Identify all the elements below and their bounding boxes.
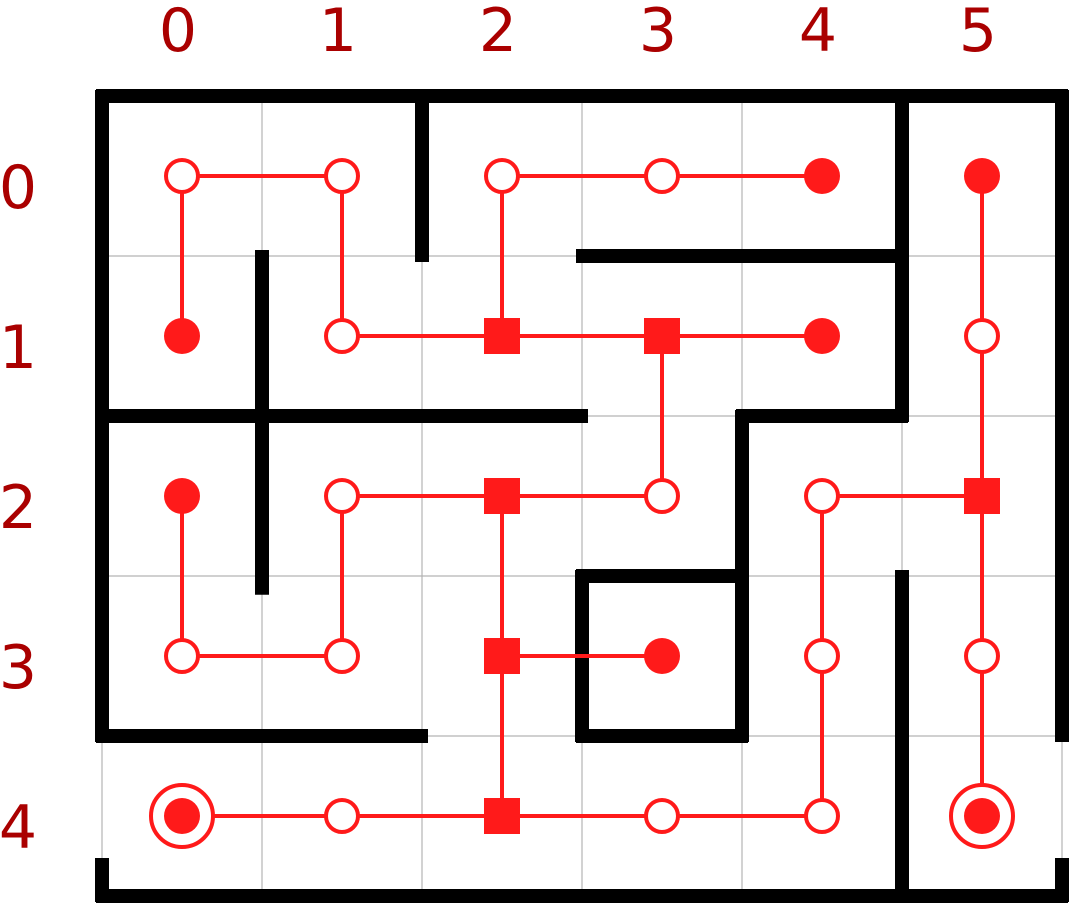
junction-node xyxy=(644,318,680,354)
open-node xyxy=(964,638,1000,674)
terminal-node xyxy=(164,798,200,834)
open-node xyxy=(804,798,840,834)
column-label-2: 2 xyxy=(479,0,517,66)
row-label-2: 2 xyxy=(0,473,37,543)
open-node xyxy=(164,638,200,674)
row-labels: 0 1 2 3 4 xyxy=(0,153,37,863)
path-nodes xyxy=(149,158,1015,849)
column-label-1: 1 xyxy=(319,0,357,66)
end-node xyxy=(964,158,1000,194)
open-node xyxy=(324,158,360,194)
open-node xyxy=(804,638,840,674)
junction-node xyxy=(484,478,520,514)
end-node xyxy=(804,158,840,194)
open-node xyxy=(324,318,360,354)
column-label-3: 3 xyxy=(639,0,677,66)
terminal-node xyxy=(964,798,1000,834)
junction-node xyxy=(484,798,520,834)
open-node xyxy=(324,638,360,674)
open-node xyxy=(644,158,680,194)
open-node xyxy=(484,158,520,194)
end-node xyxy=(164,478,200,514)
row-label-1: 1 xyxy=(0,313,37,383)
end-node xyxy=(644,638,680,674)
end-node xyxy=(164,318,200,354)
end-node xyxy=(804,318,840,354)
row-label-3: 3 xyxy=(0,633,37,703)
open-node xyxy=(644,798,680,834)
column-label-5: 5 xyxy=(959,0,997,66)
open-node xyxy=(164,158,200,194)
open-node xyxy=(324,478,360,514)
open-node xyxy=(644,478,680,514)
column-labels: 0 1 2 3 4 5 xyxy=(159,0,997,66)
junction-node xyxy=(964,478,1000,514)
open-node xyxy=(324,798,360,834)
column-label-0: 0 xyxy=(159,0,197,66)
row-label-4: 4 xyxy=(0,793,37,863)
maze-walls xyxy=(95,89,1069,903)
row-label-0: 0 xyxy=(0,153,37,223)
open-node xyxy=(964,318,1000,354)
junction-node xyxy=(484,638,520,674)
column-label-4: 4 xyxy=(799,0,837,66)
path-links xyxy=(180,174,984,818)
junction-node xyxy=(484,318,520,354)
open-node xyxy=(804,478,840,514)
